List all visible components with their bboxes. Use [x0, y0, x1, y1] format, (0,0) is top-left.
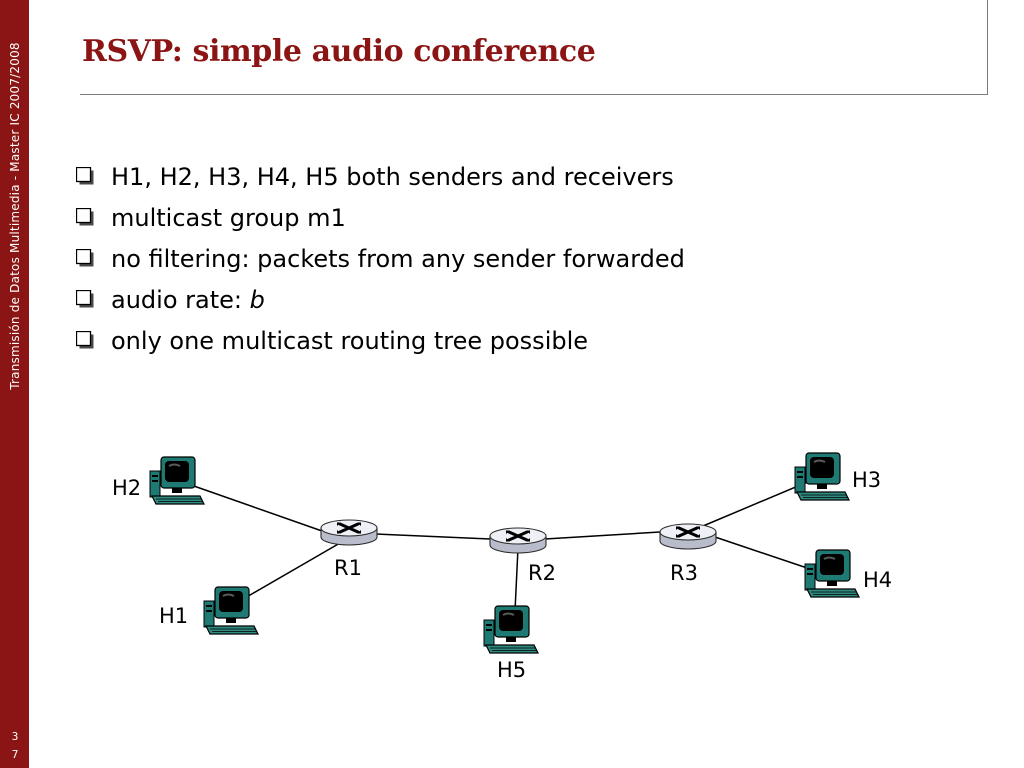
link-r3-h4: [714, 536, 823, 574]
bullet-item-4: audio rate: b: [76, 279, 685, 320]
host-label: H3: [852, 468, 881, 492]
bullet-list: H1, H2, H3, H4, H5 both senders and rece…: [76, 156, 685, 361]
title-vertical-rule: [987, 0, 988, 95]
bullet-text: H1, H2, H3, H4, H5 both senders and rece…: [111, 162, 674, 191]
bullet-text: no filtering: packets from any sender fo…: [111, 244, 685, 273]
bullet-text-prefix: audio rate:: [111, 285, 250, 314]
link-r2-h5: [514, 547, 519, 612]
router-label: R3: [670, 561, 698, 585]
checkbox-bullet-icon: [76, 208, 95, 227]
sidebar-band: Transmisión de Datos Multimedia - Master…: [0, 0, 29, 768]
router-icon: [658, 522, 718, 551]
router-label: R1: [334, 556, 362, 580]
checkbox-bullet-icon: [76, 331, 95, 350]
host-label: H1: [159, 604, 188, 628]
link-h1-r1: [237, 542, 341, 603]
bullet-item-1: H1, H2, H3, H4, H5 both senders and rece…: [76, 156, 685, 197]
checkbox-bullet-icon: [76, 167, 95, 186]
computer-icon: [794, 452, 850, 501]
bullet-text: only one multicast routing tree possible: [111, 326, 589, 355]
checkbox-bullet-icon: [76, 290, 95, 309]
page-number: 3 7: [6, 728, 24, 764]
bullet-item-5: only one multicast routing tree possible: [76, 320, 685, 361]
host-label: H4: [863, 568, 892, 592]
checkbox-bullet-icon: [76, 249, 95, 268]
computer-icon: [804, 549, 860, 598]
bullet-item-3: no filtering: packets from any sender fo…: [76, 238, 685, 279]
title-underline: [80, 94, 988, 95]
computer-icon: [203, 586, 259, 635]
slide-title: RSVP: simple audio conference: [82, 34, 596, 69]
computer-icon: [149, 456, 205, 505]
bullet-item-2: multicast group m1: [76, 197, 685, 238]
router-label: R2: [528, 561, 556, 585]
router-icon: [488, 526, 548, 555]
host-label: H2: [112, 476, 141, 500]
page-number-line1: 3: [11, 730, 19, 743]
link-h2-r1: [190, 484, 323, 532]
page-number-line2: 7: [11, 748, 19, 761]
bullet-text: multicast group m1: [111, 203, 346, 232]
computer-icon: [483, 605, 539, 654]
link-r2-r3: [544, 531, 661, 540]
router-icon: [319, 518, 379, 547]
bullet-text-emphasis: b: [249, 285, 265, 314]
host-label: H5: [497, 658, 526, 682]
bullet-text: audio rate: b: [111, 286, 265, 314]
link-r1-r2: [375, 533, 491, 540]
